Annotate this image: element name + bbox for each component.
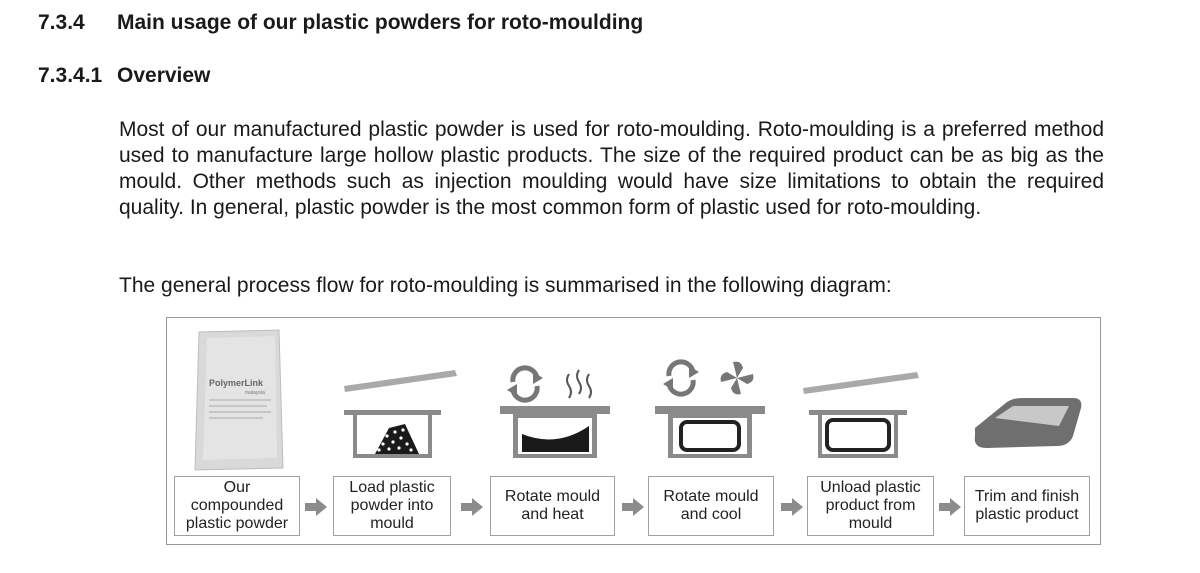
- step-rotate-cool: Rotate mould and cool: [648, 476, 774, 536]
- process-illustrations: PolymerLink malaysia: [194, 329, 1082, 471]
- section-number: 7.3.4: [38, 11, 85, 34]
- step-unload-product: Unload plastic product from mould: [807, 476, 934, 536]
- step-load-powder: Load plastic powder into mould: [333, 476, 451, 536]
- section-heading: 7.3.4 Main usage of our plastic powders f…: [38, 11, 643, 35]
- step-our-compounded-powder: Our compounded plastic powder: [174, 476, 300, 536]
- flow-arrow-icon: [781, 498, 803, 516]
- mould-with-powder-icon: [344, 370, 457, 458]
- subsection-heading: 7.3.4.1 Overview: [38, 64, 210, 88]
- process-flow-diagram: PolymerLink malaysia: [166, 317, 1101, 545]
- diagram-intro-paragraph: The general process flow for roto-mouldi…: [119, 274, 892, 297]
- bag-brand: PolymerLink: [209, 378, 264, 388]
- bag-subtitle: malaysia: [245, 390, 265, 396]
- subsection-title: Overview: [117, 64, 211, 87]
- overview-paragraph: Most of our manufactured plastic powder …: [119, 118, 1104, 219]
- rotate-heat-icon: [500, 365, 610, 458]
- subsection-number: 7.3.4.1: [38, 64, 103, 87]
- flow-arrow-icon: [939, 498, 961, 516]
- rotate-cool-icon: [655, 359, 765, 458]
- step-rotate-heat: Rotate mould and heat: [490, 476, 615, 536]
- flow-arrow-icon: [305, 498, 327, 516]
- finished-product-icon: [974, 398, 1082, 448]
- powder-bag-icon: PolymerLink malaysia: [194, 329, 284, 471]
- unload-mould-icon: [803, 372, 919, 458]
- step-trim-finish: Trim and finish plastic product: [964, 476, 1090, 536]
- section-title: Main usage of our plastic powders for ro…: [117, 11, 644, 34]
- flow-arrow-icon: [461, 498, 483, 516]
- flow-arrow-icon: [622, 498, 644, 516]
